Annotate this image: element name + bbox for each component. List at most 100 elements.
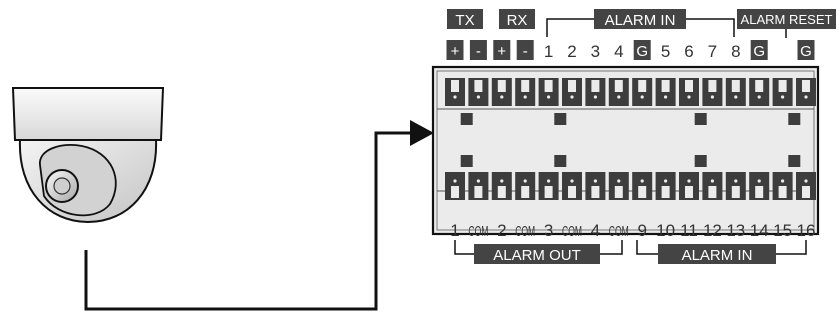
- top-terminal-3: [491, 78, 512, 106]
- rx-tag: RX: [499, 9, 535, 29]
- bottom-pin-10: 10: [656, 221, 675, 240]
- mount-square-2-2: [554, 155, 567, 167]
- top-terminal-4: [515, 78, 536, 106]
- bottom-terminal-16: [796, 172, 816, 200]
- svg-text:ALARM IN: ALARM IN: [682, 247, 753, 264]
- top-terminal-14: [749, 78, 770, 106]
- top-terminal-15: [772, 78, 793, 106]
- bottom-terminal-12: [702, 172, 723, 200]
- svg-text:ALARM RESET: ALARM RESET: [741, 13, 833, 27]
- svg-text:G: G: [800, 43, 812, 60]
- bottom-terminal-3: [491, 172, 512, 200]
- bottom-terminal-2: [468, 172, 489, 200]
- top-pin-1: +: [446, 40, 464, 60]
- svg-text:ALARM IN: ALARM IN: [605, 12, 676, 29]
- bottom-pin-1: 1: [450, 221, 459, 240]
- top-pin-11: 6: [684, 42, 693, 61]
- top-terminal-10: [655, 78, 676, 106]
- bottom-terminal-8: [608, 172, 629, 200]
- top-terminal-6: [562, 78, 582, 106]
- svg-text:TX: TX: [455, 12, 474, 29]
- top-terminal-2: [468, 78, 489, 106]
- bottom-terminal-1: [445, 172, 465, 200]
- top-terminal-7: [585, 78, 606, 106]
- mount-square-4-1: [788, 113, 801, 125]
- dome-camera-icon: [11, 87, 165, 224]
- svg-text:-: -: [523, 43, 528, 60]
- top-pin-10: 5: [661, 42, 670, 61]
- bottom-terminal-10: [655, 172, 676, 200]
- top-terminal-5: [538, 78, 559, 106]
- bottom-pin-11: 11: [680, 221, 698, 240]
- top-pin-7: 3: [591, 42, 600, 61]
- svg-text:5: 5: [661, 42, 670, 61]
- bottom-terminal-7: [585, 172, 606, 200]
- bottom-terminal-9: [632, 172, 653, 200]
- svg-text:2: 2: [567, 42, 576, 61]
- mount-square-3-1: [694, 113, 707, 125]
- bottom-terminal-4: [515, 172, 536, 200]
- svg-text:RX: RX: [507, 12, 528, 29]
- connection-cable: [84, 131, 412, 311]
- svg-text:1: 1: [544, 42, 553, 61]
- bottom-pin-15: 15: [773, 221, 792, 240]
- tx-tag: TX: [447, 9, 483, 29]
- top-pin-5: 1: [544, 42, 553, 61]
- top-pin-4: -: [516, 40, 534, 60]
- bottom-terminal-14: [749, 172, 770, 200]
- svg-text:G: G: [753, 43, 765, 60]
- bottom-pin-13: 13: [726, 221, 745, 240]
- top-terminal-8: [608, 78, 629, 106]
- mount-square-1-2: [460, 155, 473, 167]
- bottom-terminal-13: [725, 172, 746, 200]
- top-terminal-9: [632, 78, 653, 106]
- top-terminal-16: [796, 78, 816, 106]
- bottom-pin-3: 2: [497, 221, 506, 240]
- svg-text:8: 8: [731, 42, 740, 61]
- top-terminal-1: [445, 78, 465, 106]
- top-pin-6: 2: [567, 42, 576, 61]
- bottom-pin-9: 9: [637, 221, 646, 240]
- svg-text:3: 3: [591, 42, 600, 61]
- top-pin-9: G: [633, 40, 651, 60]
- bottom-terminal-5: [538, 172, 559, 200]
- svg-text:6: 6: [684, 42, 693, 61]
- bottom-terminal-11: [679, 172, 699, 200]
- bottom-terminal-6: [562, 172, 582, 200]
- top-pin-8: 4: [614, 42, 623, 61]
- top-pin-3: +: [493, 40, 511, 60]
- top-pin-14: G: [750, 40, 768, 60]
- svg-text:G: G: [636, 43, 648, 60]
- mount-square-2-1: [554, 113, 567, 125]
- terminal-block: [431, 65, 820, 236]
- alarm-reset-tag: ALARM RESET: [737, 9, 836, 29]
- svg-text:+: +: [497, 43, 506, 60]
- top-pin-12: 7: [708, 42, 717, 61]
- bottom-pin-2: COM: [468, 223, 488, 240]
- svg-text:-: -: [476, 43, 481, 60]
- bottom-pin-8: COM: [609, 223, 629, 240]
- mount-square-3-2: [694, 155, 707, 167]
- bottom-terminal-15: [772, 172, 793, 200]
- bottom-pin-6: COM: [562, 223, 582, 240]
- alarm-out-bracket: ALARM OUT: [454, 240, 623, 264]
- svg-text:7: 7: [708, 42, 717, 61]
- top-terminal-13: [725, 78, 746, 106]
- bottom-pin-14: 14: [750, 221, 769, 240]
- top-alarm-in-bracket: ALARM IN: [546, 9, 735, 37]
- bottom-pin-4: COM: [515, 223, 535, 240]
- svg-text:4: 4: [614, 42, 623, 61]
- top-terminal-12: [702, 78, 723, 106]
- bottom-pin-5: 3: [544, 221, 553, 240]
- alarm-in-bracket: ALARM IN: [636, 240, 807, 264]
- bottom-pin-16: 16: [797, 221, 816, 240]
- mount-square-4-2: [788, 155, 801, 167]
- top-pin-2: -: [469, 40, 487, 60]
- top-pin-16: G: [797, 40, 815, 60]
- bottom-pin-12: 12: [703, 221, 722, 240]
- arrow-right-icon: [410, 120, 434, 146]
- svg-text:+: +: [451, 43, 460, 60]
